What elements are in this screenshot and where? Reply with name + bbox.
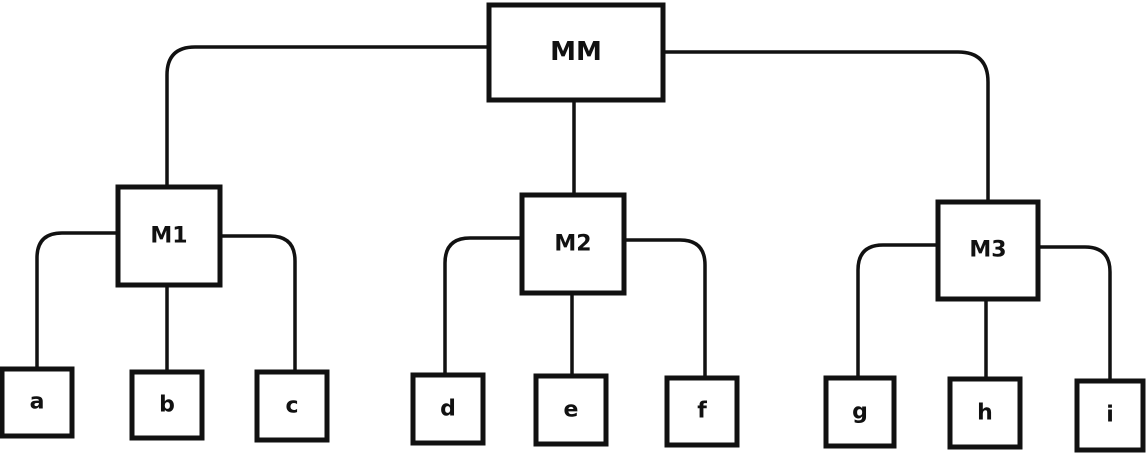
node-label: c	[285, 394, 298, 419]
node-label: i	[1106, 403, 1114, 428]
node-label: M2	[554, 232, 591, 257]
node-box	[533, 373, 609, 447]
node-leaf-c: c	[254, 369, 330, 443]
edge-mm-m3	[663, 50, 990, 202]
node-leaf-g: g	[823, 375, 897, 449]
node-module-m2: M2	[519, 192, 627, 296]
edge-m3-g	[856, 243, 938, 378]
node-leaf-b: b	[129, 369, 205, 441]
node-leaf-i: i	[1074, 378, 1146, 453]
node-box	[129, 369, 205, 441]
node-box	[410, 372, 486, 446]
node-box	[0, 366, 75, 439]
node-label: g	[852, 400, 868, 425]
node-module-m1: M1	[115, 184, 223, 288]
node-leaf-h: h	[947, 376, 1023, 450]
edge-m1-a	[35, 231, 118, 369]
node-leaf-a: a	[0, 366, 75, 439]
node-label: f	[697, 399, 707, 424]
edge-mm-m1	[165, 45, 489, 187]
connector-lines	[35, 45, 1112, 381]
node-root-mm: MM	[486, 2, 666, 103]
node-label: a	[30, 390, 45, 415]
node-box	[486, 2, 666, 103]
node-label: M1	[150, 224, 187, 249]
node-box	[254, 369, 330, 443]
node-label: h	[977, 401, 993, 426]
node-box	[947, 376, 1023, 450]
node-leaf-e: e	[533, 373, 609, 447]
node-module-m3: M3	[935, 199, 1041, 302]
edge-m2-d	[443, 236, 522, 375]
edge-m1-c	[220, 234, 297, 372]
node-box	[115, 184, 223, 288]
node-label: e	[564, 398, 579, 423]
node-box	[823, 375, 897, 449]
node-label: b	[159, 393, 175, 418]
node-box	[1074, 378, 1146, 453]
edge-m3-i	[1038, 245, 1112, 381]
node-box	[664, 375, 740, 448]
node-label: M3	[969, 238, 1006, 263]
edge-m2-f	[624, 238, 707, 378]
node-label: MM	[550, 37, 602, 67]
node-leaf-d: d	[410, 372, 486, 446]
node-box	[935, 199, 1041, 302]
node-label: d	[440, 397, 456, 422]
node-leaf-f: f	[664, 375, 740, 448]
node-box	[519, 192, 627, 296]
